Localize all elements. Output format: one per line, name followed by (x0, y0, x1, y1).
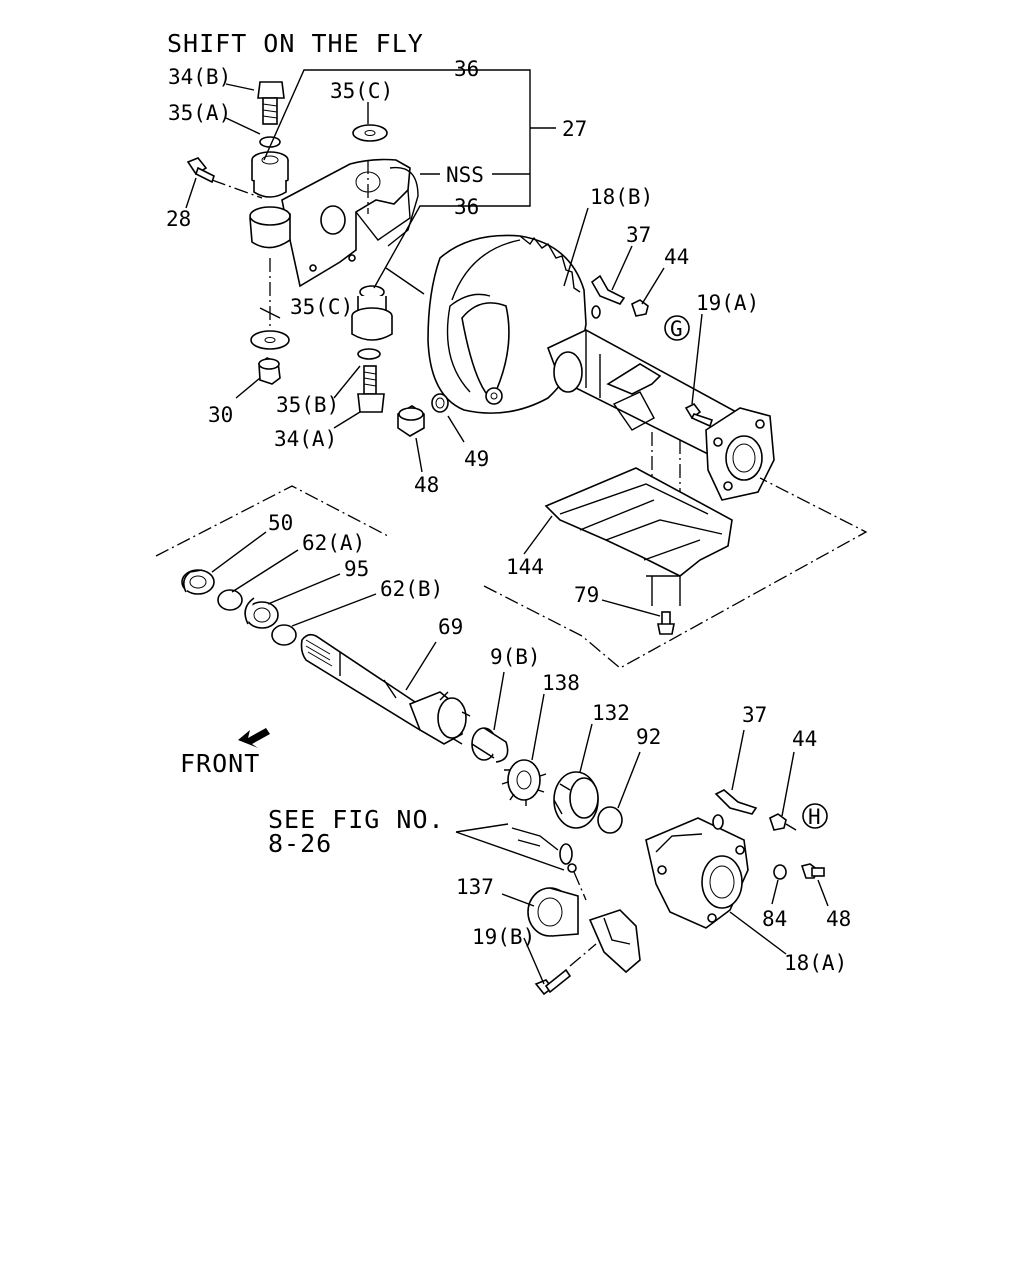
callout-35a: 35(A) (168, 101, 231, 125)
callout-30: 30 (208, 403, 233, 427)
ref-circle-h (802, 803, 828, 829)
skid-plate-144 (544, 467, 733, 606)
spacer-92 (597, 806, 623, 834)
section-boundary (155, 477, 868, 669)
nut-44-top (631, 299, 649, 317)
callout-95: 95 (344, 557, 369, 581)
snap-ring-62a (217, 589, 243, 611)
callout-44-top: 44 (664, 245, 689, 269)
differential-housing (427, 234, 775, 506)
front-label: FRONT (180, 749, 260, 778)
axle-shaft-69 (300, 633, 471, 745)
vent-fitting-37-low (712, 789, 758, 830)
callout-48-top: 48 (414, 473, 439, 497)
callout-nss: NSS (446, 163, 484, 187)
callout-49: 49 (464, 447, 489, 471)
callout-62b: 62(B) (380, 577, 443, 601)
vent-fitting-37-top (590, 274, 626, 319)
callout-9b: 9(B) (490, 645, 541, 669)
ref-letter-g: G (670, 317, 683, 341)
callout-19b: 19(B) (472, 925, 535, 949)
callout-48-low: 48 (826, 907, 851, 931)
bushing-36-upper (251, 151, 289, 198)
bolt-34a (357, 365, 385, 413)
callout-35c-top: 35(C) (330, 79, 393, 103)
callout-37-top: 37 (626, 223, 651, 247)
bolt-34b (257, 81, 285, 125)
callout-18b: 18(B) (590, 185, 653, 209)
callout-84: 84 (762, 907, 787, 931)
callout-132: 132 (592, 701, 630, 725)
bolt-19a (684, 402, 714, 428)
clutch-gear-138 (501, 759, 547, 806)
diagram-title: SHIFT ON THE FLY (167, 29, 424, 58)
actuator-housing-18a (645, 817, 749, 929)
callout-34a: 34(A) (274, 427, 337, 451)
snap-ring-62b (271, 624, 297, 646)
callout-35b: 35(B) (276, 393, 339, 417)
bearing-50 (181, 569, 215, 595)
leader-lines (185, 69, 829, 985)
ref-letter-h: H (808, 805, 821, 829)
callout-69: 69 (438, 615, 463, 639)
washer-49 (431, 393, 449, 413)
callout-19a: 19(A) (696, 291, 759, 315)
bushing-36-lower (351, 285, 393, 341)
see-fig-line2: 8-26 (268, 829, 332, 858)
nut-44-low (769, 813, 787, 831)
callout-27: 27 (562, 117, 587, 141)
callout-62a: 62(A) (302, 531, 365, 555)
callout-34b: 34(B) (168, 65, 231, 89)
wire-connector (511, 827, 577, 873)
callout-79: 79 (574, 583, 599, 607)
callout-35c-low: 35(C) (290, 295, 353, 319)
callout-36b: 36 (454, 195, 479, 219)
plug-48-low (800, 863, 825, 879)
callout-36a: 36 (454, 57, 479, 81)
see-fig-line1: SEE FIG NO. (268, 805, 445, 834)
washer-35c-lower (250, 330, 290, 350)
washer-35b (357, 348, 381, 360)
callout-138: 138 (542, 671, 580, 695)
callout-28: 28 (166, 207, 191, 231)
mount-bracket (249, 158, 419, 288)
washer-35c-top (352, 124, 388, 142)
mount-bracket-assembly (186, 81, 425, 413)
washer-84 (773, 864, 787, 880)
callout-144: 144 (506, 555, 544, 579)
clutch-sleeve-132 (553, 771, 599, 829)
front-arrow-icon (238, 728, 270, 748)
callout-37-low: 37 (742, 703, 767, 727)
actuator-137 (527, 887, 641, 974)
nut-30 (258, 357, 281, 385)
bolt-79 (657, 611, 675, 635)
bolt-28 (186, 157, 215, 184)
callout-44-low: 44 (792, 727, 817, 751)
ref-circle-g (664, 315, 690, 341)
plug-48-top (397, 405, 425, 437)
callout-137: 137 (456, 875, 494, 899)
callout-50: 50 (268, 511, 293, 535)
seal-95 (244, 597, 279, 629)
callout-18a: 18(A) (784, 951, 847, 975)
bolt-19b (534, 968, 572, 996)
needle-bearing-9b (471, 727, 509, 763)
callout-92: 92 (636, 725, 661, 749)
